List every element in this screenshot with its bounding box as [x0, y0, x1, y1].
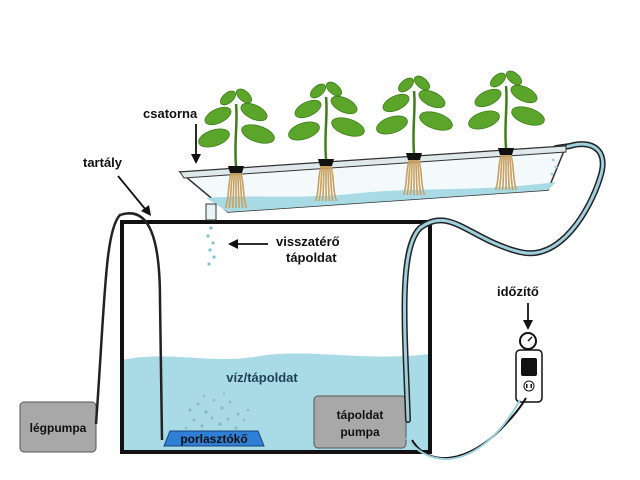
tank-arrow-head: [141, 205, 151, 216]
air-pump-label: légpumpa: [30, 421, 87, 435]
plant-4: [468, 70, 545, 191]
channel-label: csatorna: [143, 106, 198, 121]
plant-3: [376, 75, 453, 196]
plant-1: [198, 88, 275, 209]
channel-drips: [550, 158, 558, 176]
tank-label: tartály: [83, 155, 123, 170]
power-cord-2: [405, 399, 521, 461]
air-stone: [163, 430, 265, 447]
return-arrow-head: [228, 239, 238, 249]
return-drips: [206, 226, 216, 266]
tank-arrow: [117, 175, 147, 211]
nutrient-pump-label: tápoldat: [337, 408, 384, 422]
return-line-label: visszatérő: [276, 234, 340, 249]
air-bubbles: [184, 392, 250, 430]
channel-water: [206, 182, 556, 212]
timer-plug: [521, 358, 537, 376]
timer-arrow-head: [523, 320, 533, 330]
water-label: víz/tápoldat: [226, 370, 298, 385]
timer: [515, 332, 543, 403]
return-spout: [205, 203, 217, 221]
tank: [120, 220, 432, 454]
air-pump: [19, 401, 97, 453]
channel-arrow-head: [191, 154, 201, 164]
plants: [198, 70, 545, 209]
return-line-label-2: tápoldat: [286, 250, 337, 265]
plant-2: [288, 81, 365, 202]
feed-tube-inner: [403, 142, 605, 422]
air-stone-label: porlasztókő: [180, 432, 247, 446]
nutrient-pump: [313, 395, 407, 449]
timer-label: időzítő: [497, 284, 539, 299]
channel-rim: [179, 145, 567, 179]
outlet-icon: [523, 380, 535, 392]
air-tube: [94, 212, 164, 441]
nutrient-pump-label-2: pumpa: [340, 425, 380, 439]
